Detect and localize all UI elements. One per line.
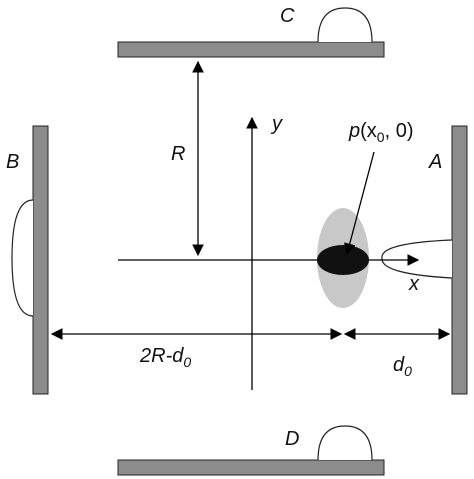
detector-c <box>317 7 373 43</box>
radius-label: R <box>171 143 185 165</box>
plate-d-label: D <box>285 428 299 450</box>
left-distance-main: 2R-d <box>139 345 184 367</box>
plate-c-label: C <box>280 5 295 27</box>
left-distance-sub: 0 <box>183 354 191 370</box>
plate-c <box>117 41 385 58</box>
right-distance-label: d0 <box>393 354 412 379</box>
detector-b <box>11 199 34 317</box>
point-close: , 0) <box>385 120 414 142</box>
point-p: p <box>348 120 360 142</box>
plate-a <box>451 125 468 395</box>
plate-b <box>32 125 49 395</box>
x-axis-label: x <box>408 273 420 295</box>
point-subscript: 0 <box>377 129 385 145</box>
plate-b-label: B <box>6 151 19 173</box>
y-axis-label: y <box>270 113 283 135</box>
plate-d <box>117 459 385 476</box>
particle-core <box>317 245 369 275</box>
point-label: p(x0, 0) <box>348 120 414 145</box>
point-open: (x <box>360 120 377 142</box>
detector-d <box>317 425 373 461</box>
right-distance-main: d <box>393 354 405 376</box>
left-distance-label: 2R-d0 <box>139 345 191 370</box>
point-pointer <box>344 151 375 256</box>
plate-a-label: A <box>428 151 442 173</box>
right-distance-sub: 0 <box>404 363 412 379</box>
